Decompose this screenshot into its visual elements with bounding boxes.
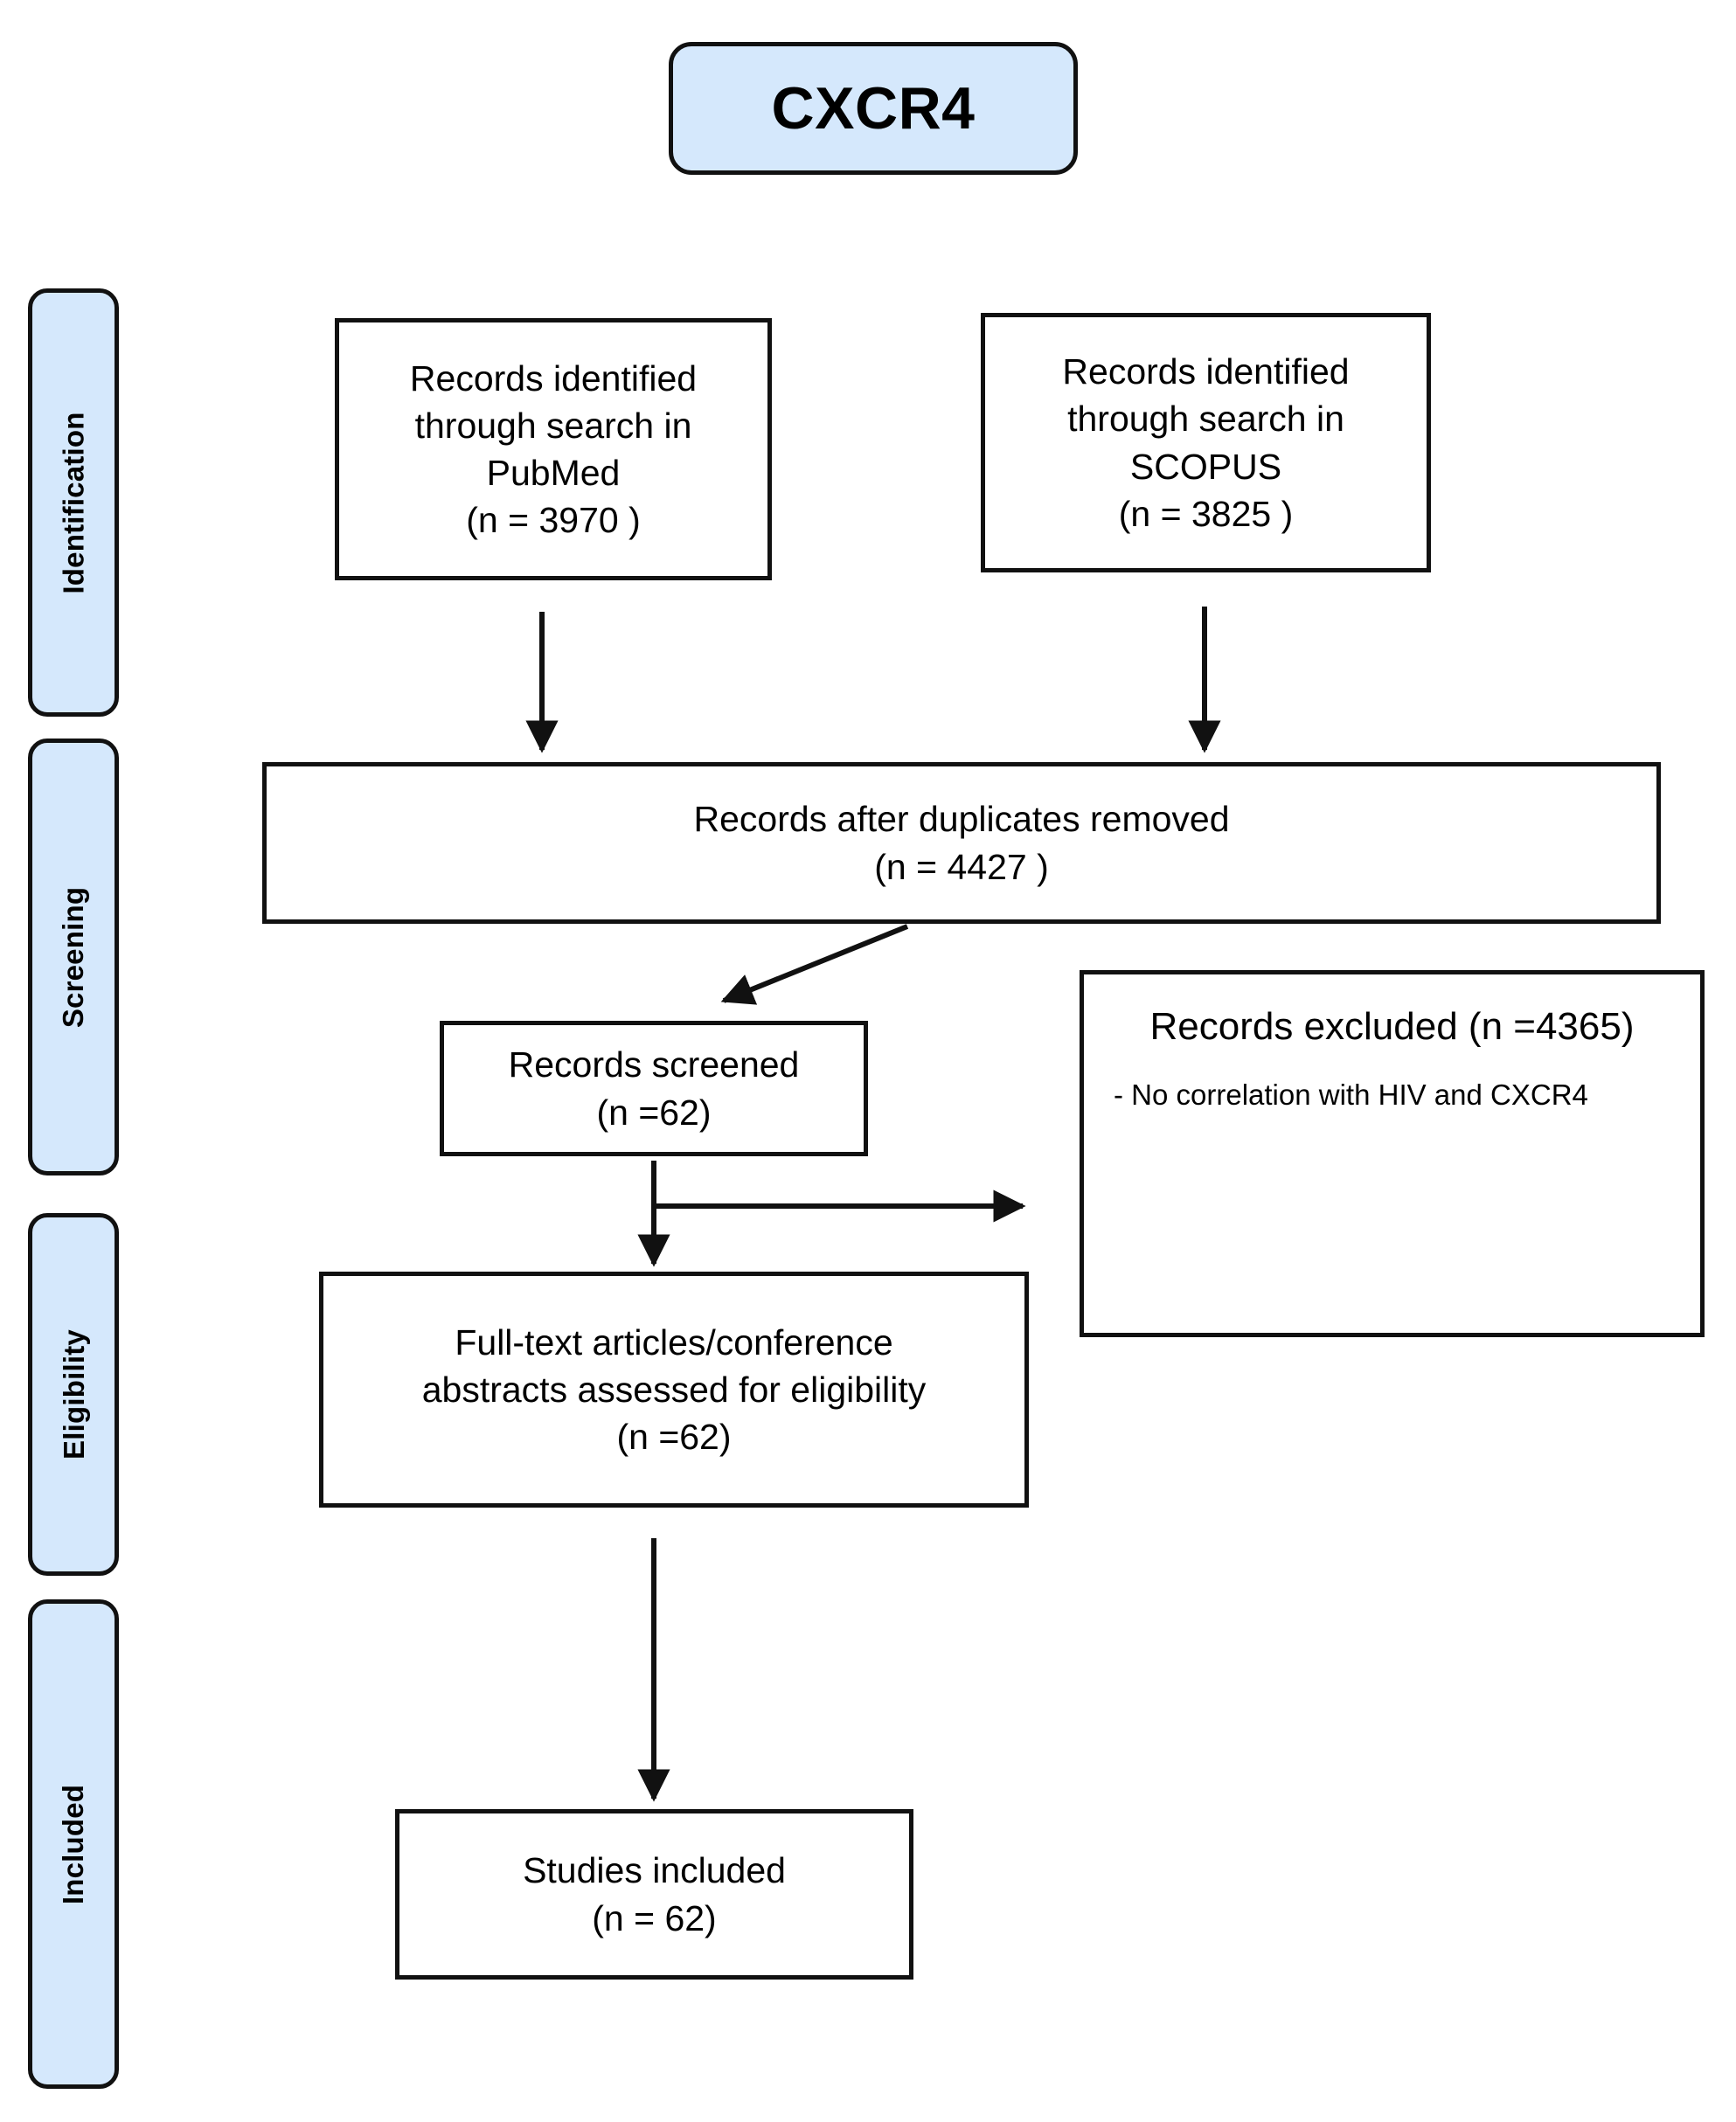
stage-label-text: Screening (57, 886, 90, 1028)
stage-label-text: Included (57, 1784, 90, 1904)
node-count: (n = 62) (592, 1897, 717, 1938)
diagram-title-box: CXCR4 (669, 42, 1078, 175)
stage-label-eligibility: Eligibility (28, 1213, 119, 1576)
node-records-excluded: Records excluded (n =4365) - No correlat… (1080, 970, 1705, 1337)
node-line: Records identified (1062, 351, 1350, 392)
node-line: Records identified (409, 357, 698, 399)
arrow-duplicates-to-screened (720, 924, 909, 1005)
stage-label-text: Identification (57, 411, 90, 594)
node-count: (n =62) (616, 1417, 732, 1458)
node-fulltext-assessed-for-eligibility: Full-text articles/conference abstracts … (319, 1272, 1029, 1508)
node-count: (n = 3825 ) (1118, 493, 1294, 534)
node-line: PubMed (486, 453, 621, 493)
node-excluded-reason: - No correlation with HIV and CXCR4 (1114, 1078, 1588, 1111)
page-title: CXCR4 (771, 75, 976, 142)
node-line: SCOPUS (1129, 446, 1282, 487)
node-records-after-duplicates-removed: Records after duplicates removed (n = 44… (262, 762, 1661, 924)
stage-label-text: Eligibility (57, 1329, 90, 1460)
node-studies-included: Studies included (n = 62) (395, 1809, 913, 1980)
node-line: Records after duplicates removed (693, 799, 1230, 840)
stage-label-screening: Screening (28, 739, 119, 1175)
node-line: abstracts assessed for eligibility (421, 1369, 927, 1410)
node-count: (n = 3970 ) (466, 500, 641, 541)
node-count: (n = 4427 ) (874, 846, 1049, 887)
node-records-identified-scopus: Records identified through search in SCO… (981, 313, 1431, 572)
node-records-identified-pubmed: Records identified through search in Pub… (335, 318, 772, 580)
stage-label-identification: Identification (28, 288, 119, 717)
node-records-screened: Records screened (n =62) (440, 1021, 868, 1156)
node-line: through search in (414, 405, 692, 446)
node-excluded-title: Records excluded (n =4365) (1149, 1005, 1635, 1048)
node-line: Studies included (523, 1850, 786, 1891)
node-line: through search in (1067, 399, 1344, 440)
node-count: (n =62) (596, 1092, 712, 1133)
stage-label-included: Included (28, 1599, 119, 2089)
node-line: Records screened (508, 1044, 800, 1085)
node-line: Full-text articles/conference (455, 1321, 893, 1363)
